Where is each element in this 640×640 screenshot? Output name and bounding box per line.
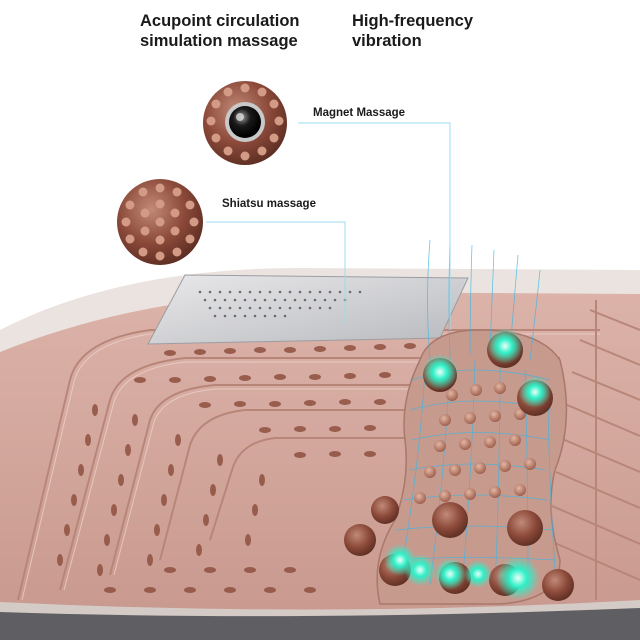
- acupoint-headline: Acupoint circulation simulation massage: [140, 12, 300, 50]
- shiatsu-massage-label: Shiatsu massage: [222, 198, 316, 210]
- magnet-massage-label: Magnet Massage: [313, 107, 406, 119]
- vibration-headline: High-frequency vibration: [352, 12, 474, 50]
